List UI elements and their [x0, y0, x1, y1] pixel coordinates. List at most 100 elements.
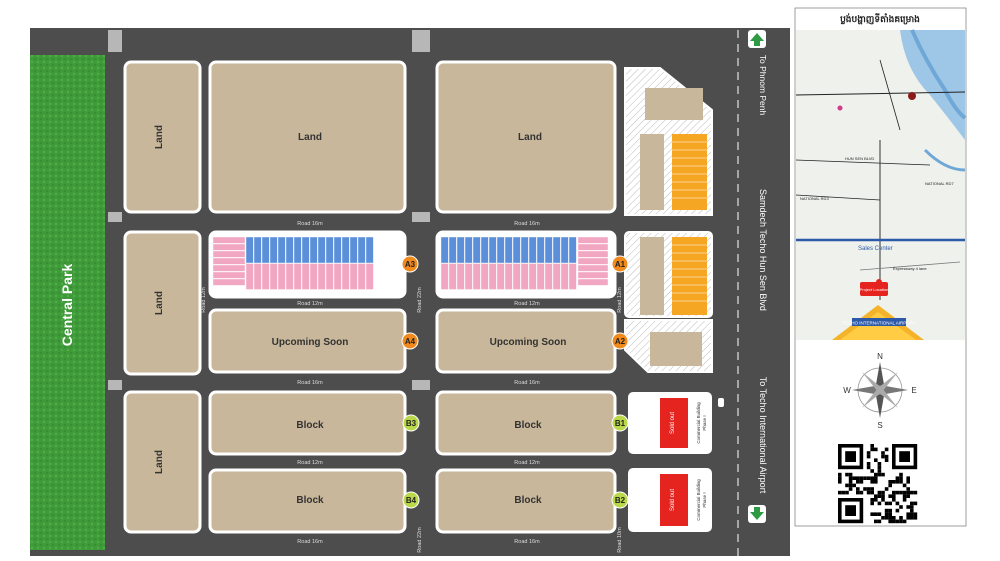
lot-unit[interactable] — [520, 263, 529, 290]
lot-unit[interactable] — [440, 263, 449, 290]
lot-unit[interactable] — [456, 263, 465, 290]
lot-unit[interactable] — [464, 236, 473, 264]
lot-unit[interactable] — [269, 263, 278, 290]
zone-marker-b4[interactable] — [402, 491, 420, 509]
parcel-land-5[interactable] — [435, 60, 617, 214]
lot-unit[interactable] — [212, 264, 246, 272]
lot-unit[interactable] — [512, 236, 521, 264]
lot-unit[interactable] — [504, 263, 513, 290]
lot-unit[interactable] — [212, 243, 246, 251]
lot-unit[interactable] — [309, 263, 318, 290]
lot-unit[interactable] — [536, 263, 545, 290]
lot-unit[interactable] — [448, 236, 457, 264]
lot-unit[interactable] — [577, 278, 609, 286]
zone-marker-a1[interactable] — [611, 255, 629, 273]
parcel-land-2[interactable] — [123, 230, 202, 376]
lot-unit[interactable] — [325, 236, 334, 264]
zone-marker-b1[interactable] — [611, 414, 629, 432]
top-parcel — [128, 0, 408, 22]
lot-unit[interactable] — [285, 263, 294, 290]
lot-unit[interactable] — [261, 236, 270, 264]
zone-marker-a2[interactable] — [611, 332, 629, 350]
lot-unit[interactable] — [285, 236, 294, 264]
lot-unit[interactable] — [577, 236, 609, 244]
lot-unit[interactable] — [333, 236, 342, 264]
lot-unit[interactable] — [496, 236, 505, 264]
lot-unit[interactable] — [277, 263, 286, 290]
zone-marker-b2[interactable] — [611, 491, 629, 509]
lot-unit[interactable] — [212, 257, 246, 265]
lot-unit[interactable] — [528, 263, 537, 290]
lot-unit[interactable] — [357, 236, 366, 264]
lot-unit[interactable] — [341, 236, 350, 264]
lot-unit[interactable] — [349, 263, 358, 290]
zone-marker-b3[interactable] — [402, 414, 420, 432]
lot-unit[interactable] — [577, 257, 609, 265]
lot-unit[interactable] — [488, 263, 497, 290]
lot-unit[interactable] — [464, 263, 473, 290]
lot-unit[interactable] — [269, 236, 278, 264]
lot-unit[interactable] — [245, 236, 254, 264]
lot-unit[interactable] — [349, 236, 358, 264]
lot-unit[interactable] — [536, 236, 545, 264]
lot-unit[interactable] — [577, 250, 609, 258]
lot-unit[interactable] — [528, 236, 537, 264]
lot-unit[interactable] — [212, 271, 246, 279]
lot-unit[interactable] — [488, 236, 497, 264]
lot-unit[interactable] — [357, 263, 366, 290]
lot-unit[interactable] — [341, 263, 350, 290]
lot-unit[interactable] — [552, 263, 561, 290]
lot-unit[interactable] — [577, 264, 609, 272]
lot-unit[interactable] — [212, 250, 246, 258]
lot-unit[interactable] — [472, 263, 481, 290]
lot-unit[interactable] — [504, 236, 513, 264]
lot-unit[interactable] — [577, 243, 609, 251]
lot-unit[interactable] — [317, 236, 326, 264]
parcel-land-4[interactable] — [208, 60, 407, 214]
lot-unit[interactable] — [253, 236, 262, 264]
qr-code-icon[interactable] — [836, 442, 920, 526]
lot-unit[interactable] — [560, 263, 569, 290]
lot-unit[interactable] — [301, 236, 310, 264]
lot-unit[interactable] — [309, 236, 318, 264]
lot-unit[interactable] — [568, 263, 577, 290]
orange-lots-mid — [672, 237, 707, 315]
lot-unit[interactable] — [301, 263, 310, 290]
lot-unit[interactable] — [261, 263, 270, 290]
lot-unit[interactable] — [577, 271, 609, 279]
lot-unit[interactable] — [480, 236, 489, 264]
lot-unit[interactable] — [325, 263, 334, 290]
lot-unit[interactable] — [520, 236, 529, 264]
expressway-label: Expressway 4 lane — [893, 266, 927, 271]
zone-marker-a3[interactable] — [401, 255, 419, 273]
lot-unit[interactable] — [212, 278, 246, 286]
road-label: Road 10m — [617, 527, 623, 553]
lot-unit[interactable] — [293, 236, 302, 264]
lot-unit[interactable] — [496, 263, 505, 290]
lot-unit[interactable] — [448, 263, 457, 290]
lot-unit[interactable] — [544, 236, 553, 264]
lot-unit[interactable] — [253, 263, 262, 290]
lot-unit[interactable] — [552, 236, 561, 264]
lot-unit[interactable] — [440, 236, 449, 264]
lot-unit[interactable] — [365, 236, 374, 264]
lot-unit[interactable] — [480, 263, 489, 290]
lot-unit[interactable] — [365, 263, 374, 290]
lot-unit[interactable] — [317, 263, 326, 290]
lot-unit[interactable] — [333, 263, 342, 290]
lot-unit[interactable] — [472, 236, 481, 264]
lot-unit[interactable] — [568, 236, 577, 264]
parcel-land-3[interactable] — [123, 390, 202, 534]
lot-unit[interactable] — [277, 236, 286, 264]
lot-unit[interactable] — [544, 263, 553, 290]
parcel-land-1[interactable] — [123, 60, 202, 214]
phase-label: Phase I — [702, 492, 707, 507]
lot-unit[interactable] — [456, 236, 465, 264]
lot-unit[interactable] — [212, 236, 246, 244]
zone-marker-a4[interactable] — [401, 332, 419, 350]
lot-unit[interactable] — [560, 236, 569, 264]
lot-unit[interactable] — [245, 263, 254, 290]
lot-unit[interactable] — [512, 263, 521, 290]
lot-unit[interactable] — [293, 263, 302, 290]
